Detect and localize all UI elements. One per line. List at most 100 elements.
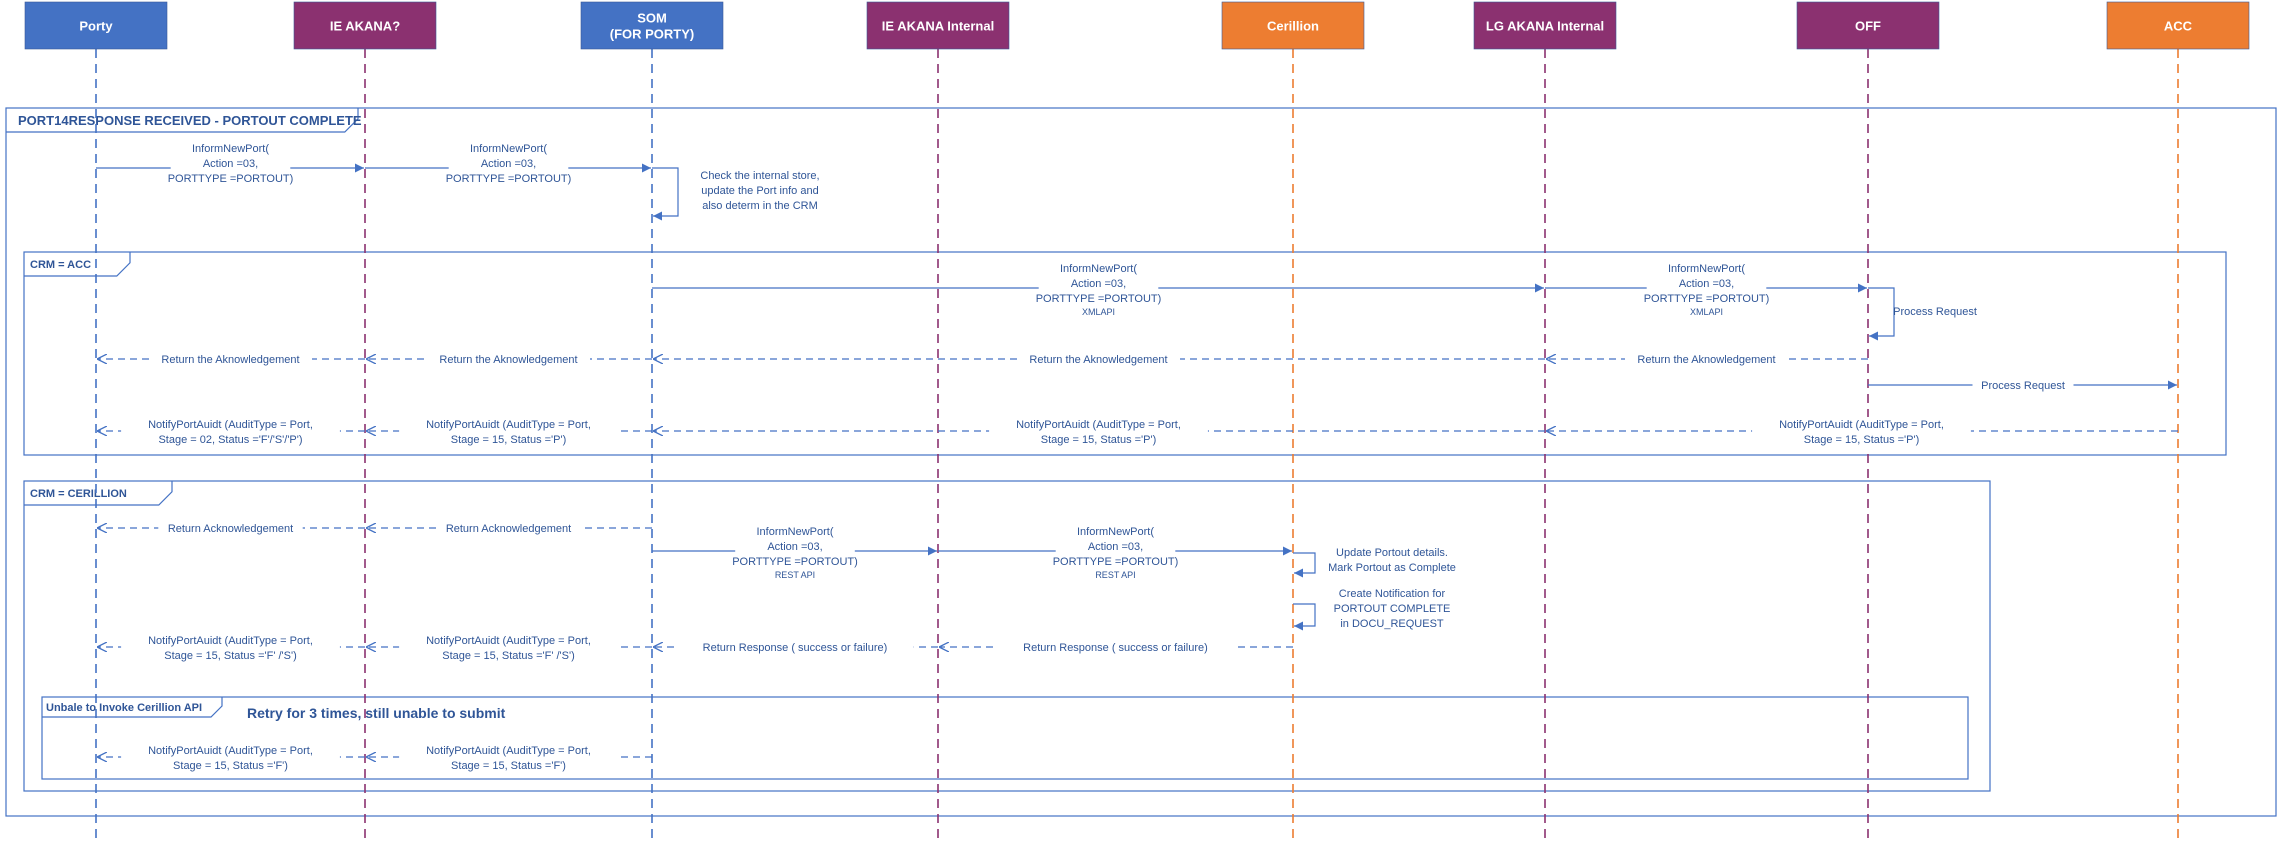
message-m14: NotifyPortAuidt (AuditType = Port,Stage … [366,417,652,448]
message-m12: NotifyPortAuidt (AuditType = Port, Stage … [1546,417,2178,448]
frame-crm-cerillion: CRM = CERILLION [23,480,1991,792]
message-label: Action =03, [1679,278,1734,290]
label-background [399,743,618,774]
message-label: Stage = 02, Status ='F'/'S'/'P') [158,434,302,446]
message-label: Stage = 15, Status ='P') [1041,434,1157,446]
frame-title: CRM = CERILLION [30,488,127,500]
message-m1: InformNewPort( Action =03, PORTTYPE =PORTO… [96,141,364,187]
message-m16: Return Acknowledgement [366,521,652,537]
message-label: PORTTYPE =PORTOUT) [732,556,858,568]
message-m9: Return the Aknowledgement [366,352,652,368]
message-m4: InformNewPort(Action =03,PORTTYPE =PORTO… [652,261,1544,317]
label-background [1972,378,2074,394]
participant-off: OFF [1796,1,1940,50]
message-m3: Check the internal store, update the Port… [652,167,820,221]
message-label: Action =03, [203,158,258,170]
label-background [149,352,312,368]
label-background [1055,524,1176,570]
message-m18: InformNewPort(Action =03,PORTTYPE =PORTO… [652,524,937,580]
message-label: PORTTYPE =PORTOUT) [446,173,572,185]
frame-border [23,480,1991,792]
message-label: Stage = 15, Status ='P') [1804,434,1920,446]
message-label: Stage = 15, Status ='F' /'S') [442,650,575,662]
message-m13: NotifyPortAuidt (AuditType = Port, Stage … [653,417,1545,448]
frame-tab [42,697,223,718]
message-m27: NotifyPortAuidt (AuditType = Port,Stage … [97,743,365,774]
participant-box [2106,1,2250,50]
message-label: Mark Portout as Complete [1328,562,1456,574]
label-background [996,640,1235,656]
message-label: PORTTYPE =PORTOUT) [168,173,294,185]
frame-title: PORT14RESPONSE RECEIVED - PORTOUT COMPLE… [18,113,362,128]
label-background [399,417,618,448]
frame-unable: Unbale to Invoke Cerillion API Retry for … [41,696,1969,780]
frame-border [23,251,2227,456]
self-message-arrow [1293,552,1316,578]
participant-label: IE AKANA? [330,19,400,34]
participant-label: Cerillion [1267,19,1319,34]
label-background [1646,261,1767,307]
participant-label: ACC [2164,19,2193,34]
message-m25: NotifyPortAuidt (AuditType = Port,Stage … [97,633,365,664]
message-label: NotifyPortAuidt (AuditType = Port, [1779,419,1944,431]
message-m7: Return the Aknowledgement [1546,352,1868,368]
message-label: PORTTYPE =PORTOUT) [1036,293,1162,305]
label-background [1625,352,1788,368]
participant-label: IE AKANA Internal [882,19,994,34]
message-m24: NotifyPortAuidt (AuditType = Port,Stage … [366,633,652,664]
participant-box [1221,1,1365,50]
participant-box [24,1,168,50]
message-label: NotifyPortAuidt (AuditType = Port, [426,419,591,431]
message-m19: InformNewPort(Action =03,PORTTYPE =PORTO… [938,524,1292,580]
message-label: Return the Aknowledgement [439,354,577,366]
message-label: InformNewPort( [756,526,833,538]
message-label: Return Acknowledgement [446,523,571,535]
message-label: InformNewPort( [470,143,547,155]
participant-box [1473,1,1617,50]
label-background [448,141,569,187]
frame-title: Unbale to Invoke Cerillion API [46,702,202,714]
message-label: Return Response ( success or failure) [1023,642,1208,654]
participant-label: SOM [637,11,667,26]
message-label: NotifyPortAuidt (AuditType = Port, [148,419,313,431]
message-label: Check the internal store, [700,170,819,182]
message-label: NotifyPortAuidt (AuditType = Port, [148,635,313,647]
participant-label: (FOR PORTY) [610,27,695,42]
participant-box [866,1,1010,50]
label-background [735,524,855,570]
message-m2: InformNewPort(Action =03,PORTTYPE =PORTO… [365,141,651,187]
message-m5: InformNewPort(Action =03,PORTTYPE =PORTO… [1545,261,1867,317]
message-m22: Return Response ( success or failure) [939,640,1293,656]
message-label: in DOCU_REQUEST [1340,618,1444,630]
message-label: PORTTYPE =PORTOUT) [1053,556,1179,568]
message-m6: Process Request [1868,287,1977,341]
message-label: InformNewPort( [192,143,269,155]
label-background [121,743,340,774]
label-background [427,352,590,368]
participant-som: SOM(FOR PORTY) [580,1,724,50]
message-label: NotifyPortAuidt (AuditType = Port, [426,745,591,757]
frame-note: Retry for 3 times, still unable to submi… [247,705,506,721]
message-m26: NotifyPortAuidt (AuditType = Port,Stage … [366,743,652,774]
message-label: Return Response ( success or failure) [703,642,888,654]
label-background [989,417,1208,448]
participant-box [1796,1,1940,50]
message-label: NotifyPortAuidt (AuditType = Port, [1016,419,1181,431]
message-m17: Return Acknowledgement [97,521,365,537]
participant-box [580,1,724,50]
participant-label: OFF [1855,19,1881,34]
message-label: Return the Aknowledgement [1029,354,1167,366]
label-background [1752,417,1971,448]
frame-crm-acc: CRM = ACC [23,251,2227,456]
frame-border [41,696,1969,780]
message-label: update the Port info and [701,185,818,197]
participant-label: Porty [79,19,113,34]
message-label: Return Acknowledgement [168,523,293,535]
message-label: PORTOUT COMPLETE [1334,603,1451,615]
self-message-arrow [1293,603,1316,631]
message-label: also determ in the CRM [702,200,818,212]
message-label: Process Request [1981,380,2065,392]
frame-title: CRM = ACC [30,259,91,271]
message-label: InformNewPort( [1077,526,1154,538]
participant-porty: Porty [24,1,168,50]
